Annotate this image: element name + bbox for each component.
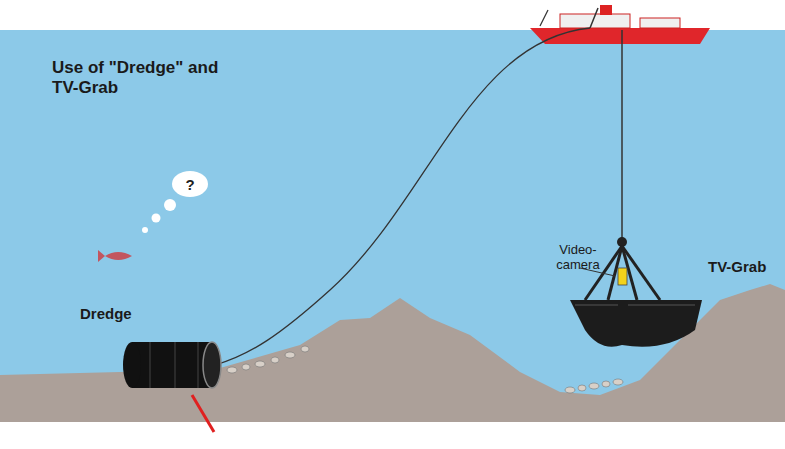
ship xyxy=(530,5,710,44)
dredge xyxy=(123,342,309,388)
dredge-cable xyxy=(215,28,590,365)
camera-label: Video-camera xyxy=(548,242,608,272)
rocks xyxy=(565,379,623,393)
dredge-label: Dredge xyxy=(80,305,132,322)
thought-bubble: ? xyxy=(172,171,208,197)
thought-dot xyxy=(142,227,148,233)
seafloor xyxy=(0,284,785,422)
red-mark xyxy=(192,395,214,432)
fish xyxy=(98,250,132,262)
thought-dot xyxy=(152,214,161,223)
water xyxy=(0,30,785,422)
video-camera xyxy=(618,268,627,285)
bubble-text: ? xyxy=(185,176,194,193)
grab-cable xyxy=(621,30,623,238)
thought-dot xyxy=(164,199,176,211)
grab-label: TV-Grab xyxy=(708,258,766,275)
diagram-title: Use of "Dredge" and TV-Grab xyxy=(52,58,242,98)
